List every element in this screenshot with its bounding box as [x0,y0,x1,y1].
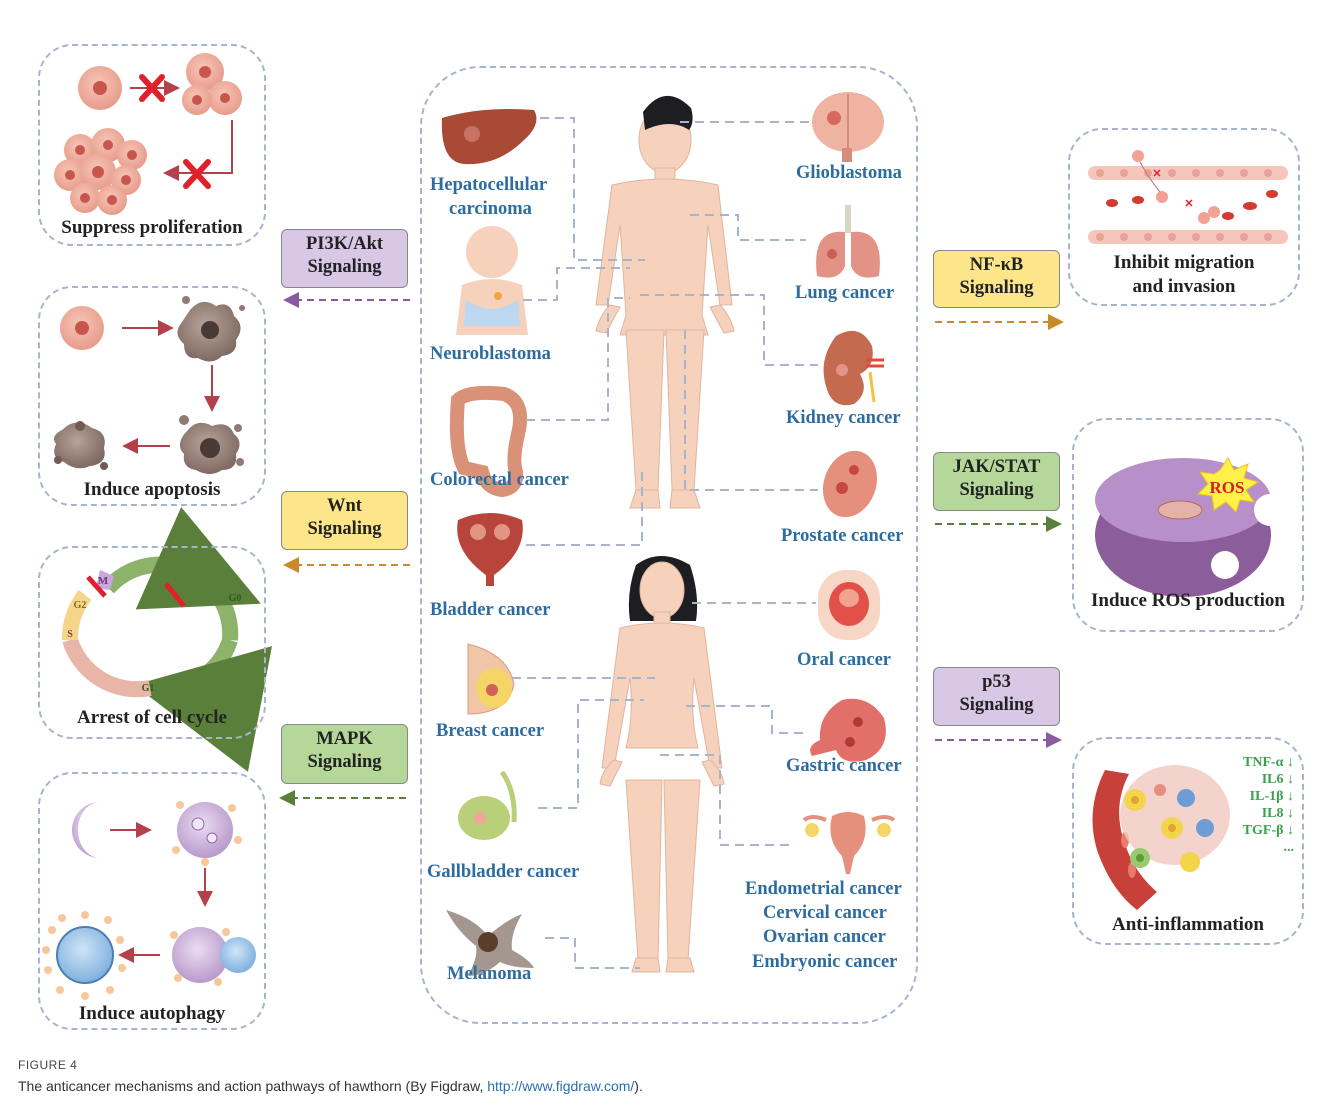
p53-subtitle: Signaling [934,694,1059,717]
lung-cancer-label: Lung cancer [795,281,894,305]
cytokine-il8: IL8 ↓ [1226,805,1294,822]
induce-apoptosis-box [38,286,266,506]
hepatocellular-label-line2: carcinoma [449,197,532,221]
caption-text: The anticancer mechanisms and action pat… [18,1078,487,1094]
glioblastoma-label: Glioblastoma [796,161,902,185]
nf-kb-subtitle: Signaling [934,277,1059,300]
ovarian-cancer-label: Ovarian cancer [763,925,886,949]
wnt-title: Wnt [282,495,407,518]
melanoma-label: Melanoma [447,962,531,986]
suppress-proliferation-label: Suppress proliferation [38,217,266,239]
nf-kb-title: NF-κB [934,254,1059,277]
caption-end: ). [634,1078,643,1094]
figure-caption: The anticancer mechanisms and action pat… [18,1078,643,1094]
cytokine-tnf-alpha: TNF-α ↓ [1226,754,1294,771]
prostate-cancer-label: Prostate cancer [781,524,903,548]
induce-ros-label: Induce ROS production [1072,590,1304,612]
colorectal-cancer-label: Colorectal cancer [430,468,569,492]
arrest-cell-cycle-label: Arrest of cell cycle [38,707,266,729]
oral-cancer-label: Oral cancer [797,648,891,672]
kidney-cancer-label: Kidney cancer [786,406,901,430]
cytokine-more: ... [1226,839,1294,856]
jak-stat-subtitle: Signaling [934,479,1059,502]
bladder-cancer-label: Bladder cancer [430,598,550,622]
mapk-subtitle: Signaling [282,751,407,774]
cytokine-list: TNF-α ↓ IL6 ↓ IL-1β ↓ IL8 ↓ TGF-β ↓ ... [1226,754,1294,856]
pi3k-akt-title: PI3K/Akt [282,233,407,256]
figure-label: FIGURE 4 [18,1058,77,1072]
figdraw-link[interactable]: http://www.figdraw.com/ [487,1078,634,1094]
induce-apoptosis-label: Induce apoptosis [38,479,266,501]
gastric-cancer-label: Gastric cancer [786,754,902,778]
neuroblastoma-label: Neuroblastoma [430,342,551,366]
cervical-cancer-label: Cervical cancer [763,901,887,925]
anti-inflammation-label: Anti-inflammation [1072,914,1304,936]
cytokine-tgf-beta: TGF-β ↓ [1226,822,1294,839]
induce-autophagy-label: Induce autophagy [38,1003,266,1025]
wnt-subtitle: Signaling [282,518,407,541]
suppress-proliferation-box [38,44,266,246]
embryonic-cancer-label: Embryonic cancer [752,950,897,974]
inhibit-migration-label-line2: and invasion [1068,276,1300,298]
breast-cancer-label: Breast cancer [436,719,544,743]
cytokine-il6: IL6 ↓ [1226,771,1294,788]
jak-stat-title: JAK/STAT [934,456,1059,479]
endometrial-cancer-label: Endometrial cancer [745,877,902,901]
p53-title: p53 [934,671,1059,694]
cytokine-il1-beta: IL-1β ↓ [1226,788,1294,805]
mapk-title: MAPK [282,728,407,751]
induce-autophagy-box [38,772,266,1030]
hepatocellular-label-line1: Hepatocellular [430,173,547,197]
pi3k-akt-subtitle: Signaling [282,256,407,279]
gallbladder-cancer-label: Gallbladder cancer [427,860,579,884]
inhibit-migration-label-line1: Inhibit migration [1068,252,1300,274]
